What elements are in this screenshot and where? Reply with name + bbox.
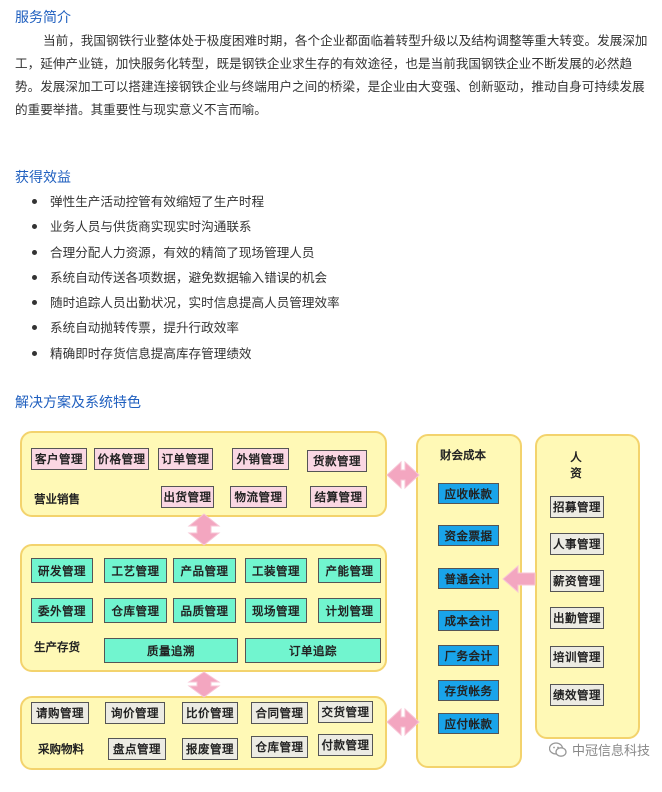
module-logistics: 物流管理 [230,486,287,508]
module-onsite: 现场管理 [245,598,307,623]
module-export: 外销管理 [232,448,289,470]
module-order-tracking: 订单追踪 [245,638,381,663]
intro-heading: 服务简介 [15,10,71,26]
benefits-list: 弹性生产活动控管有效缩短了生产时程 业务人员与供货商实现实时沟通联系 合理分配人… [0,189,340,366]
module-requisition: 请购管理 [31,702,89,724]
module-capacity: 产能管理 [318,558,381,583]
module-inquiry: 询价管理 [105,702,165,724]
purchasing-label: 采购物料 [38,742,84,756]
module-quality-trace: 质量追溯 [104,638,238,663]
list-item: 随时追踪人员出勤状况，实时信息提高人员管理效率 [0,290,340,315]
watermark-text: 中冠信息科技 [571,744,650,759]
module-inventory-accounting: 存货帐务 [438,680,499,701]
module-payables: 应付帐款 [438,713,499,734]
list-item: 精确即时存货信息提高库存管理绩效 [0,341,340,366]
module-shipping: 出货管理 [161,486,214,508]
wechat-icon [548,741,567,757]
module-tooling: 工装管理 [245,558,307,583]
list-item: 弹性生产活动控管有效缩短了生产时程 [0,189,340,214]
double-arrow-vertical-icon [187,513,221,546]
intro-text: 当前，我国钢铁行业整体处于极度困难时期，各个企业都面临着转型升级以及结构调整等重… [15,33,648,117]
module-personnel: 人事管理 [550,533,604,555]
module-warehouse-purchasing: 仓库管理 [251,736,308,758]
watermark: 中冠信息科技 [548,740,650,759]
module-price: 价格管理 [94,448,149,470]
module-settlement: 结算管理 [310,486,367,508]
benefits-heading: 获得效益 [15,170,71,186]
module-factory-accounting: 厂务会计 [438,645,499,666]
module-receivables: 应收帐款 [438,483,499,504]
double-arrow-vertical-icon [187,671,221,698]
module-funds-notes: 资金票据 [438,525,499,546]
module-planning: 计划管理 [318,598,381,623]
sales-label: 营业销售 [34,492,80,506]
double-arrow-horizontal-icon [386,460,420,490]
finance-label: 财会成本 [440,448,486,462]
module-outsourcing: 委外管理 [31,598,93,623]
module-performance: 绩效管理 [550,684,604,706]
list-item: 系统自动抛转传票，提升行政效率 [0,315,340,340]
arrow-left-icon [502,564,536,594]
module-training: 培训管理 [550,646,604,668]
module-comparison: 比价管理 [182,702,238,724]
module-recruiting: 招募管理 [550,496,604,518]
module-payment-collection: 货款管理 [307,450,367,472]
module-scrap: 报废管理 [182,738,238,760]
module-quality: 品质管理 [173,598,236,623]
module-customer: 客户管理 [31,448,87,470]
hr-label: 人资 [570,450,582,480]
module-general-accounting: 普通会计 [438,568,499,589]
module-stocktake: 盘点管理 [108,738,166,760]
module-delivery: 交货管理 [318,701,373,723]
module-warehouse: 仓库管理 [104,598,167,623]
module-payment: 付款管理 [318,734,373,756]
double-arrow-horizontal-icon [386,707,420,737]
module-order: 订单管理 [158,448,213,470]
list-item: 合理分配人力资源，有效的精简了现场管理人员 [0,240,340,265]
list-item: 系统自动传送各项数据，避免数据输入错误的机会 [0,265,340,290]
module-contract: 合同管理 [251,702,308,724]
list-item: 业务人员与供货商实现实时沟通联系 [0,214,340,239]
module-cost-accounting: 成本会计 [438,610,499,631]
module-payroll: 薪资管理 [550,570,604,592]
production-label: 生产存货 [34,640,80,654]
solution-heading: 解决方案及系统特色 [15,395,141,411]
module-rd: 研发管理 [31,558,93,583]
module-attendance: 出勤管理 [550,607,604,629]
module-product: 产品管理 [173,558,236,583]
intro-paragraph: 当前，我国钢铁行业整体处于极度困难时期，各个企业都面临着转型升级以及结构调整等重… [15,29,651,121]
module-process: 工艺管理 [104,558,167,583]
